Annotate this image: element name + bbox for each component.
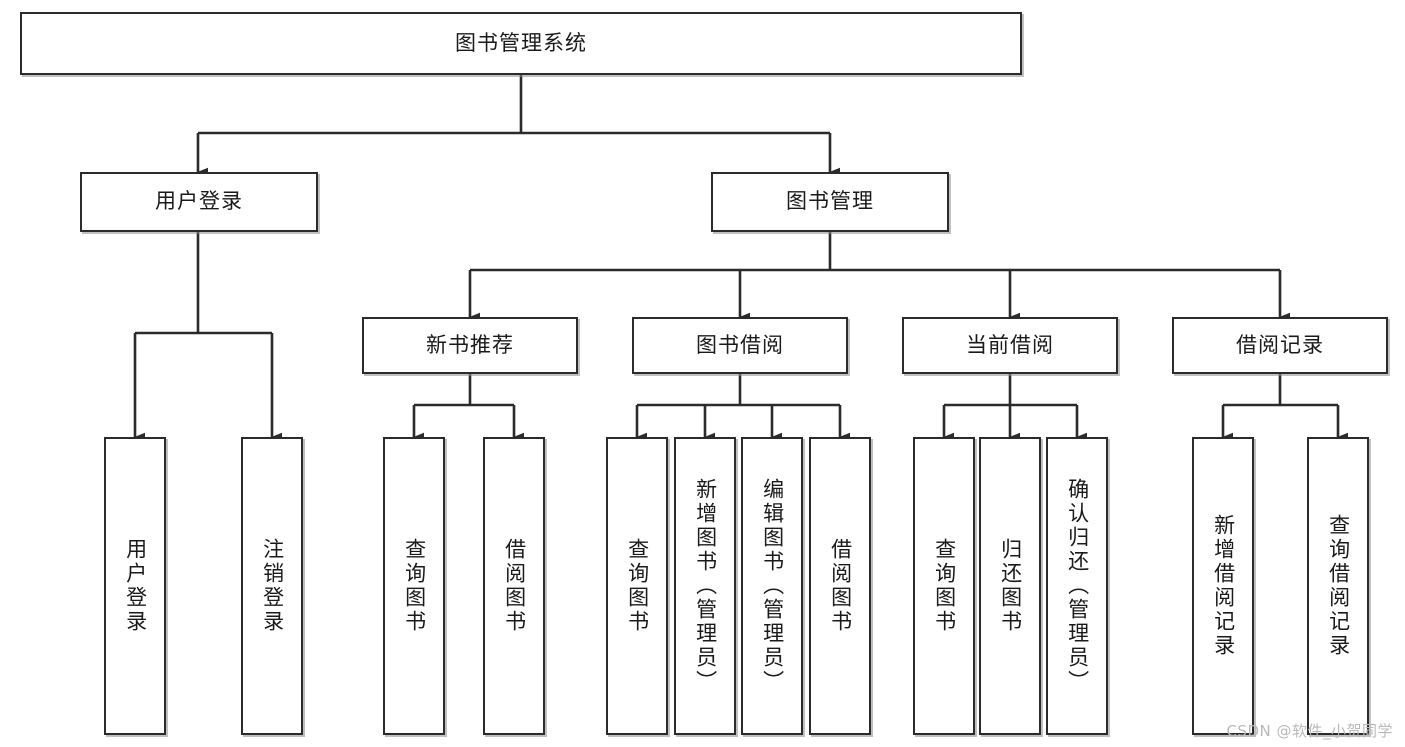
leaf-user-logout-label: 注销登录 [260,538,285,634]
node-root[interactable]: 图书管理系统 [20,12,1022,75]
leaf-borrow-edit-book[interactable]: 编辑图书（管理员） [741,437,803,735]
node-current-borrow-label: 当前借阅 [966,332,1054,357]
leaf-newbook-borrow-book-label: 借阅图书 [502,538,527,634]
leaf-borrow-query-book[interactable]: 查询图书 [606,437,668,735]
leaf-newbook-query-book[interactable]: 查询图书 [383,437,445,735]
node-borrow-record-label: 借阅记录 [1236,332,1324,357]
leaf-user-login[interactable]: 用户登录 [104,437,166,735]
leaf-newbook-query-book-label: 查询图书 [402,538,427,634]
node-new-book-recommend[interactable]: 新书推荐 [362,317,578,374]
leaf-newbook-borrow-book[interactable]: 借阅图书 [483,437,545,735]
leaf-borrow-query-book-label: 查询图书 [625,538,650,634]
leaf-borrow-add-book-label: 新增图书（管理员） [693,478,718,694]
node-book-borrow[interactable]: 图书借阅 [632,317,848,374]
leaf-record-add[interactable]: 新增借阅记录 [1192,437,1254,735]
leaf-borrow-borrow-book[interactable]: 借阅图书 [809,437,871,735]
leaf-user-logout[interactable]: 注销登录 [241,437,303,735]
leaf-current-query-book[interactable]: 查询图书 [913,437,975,735]
leaf-current-confirm-return[interactable]: 确认归还（管理员） [1046,437,1108,735]
node-current-borrow[interactable]: 当前借阅 [902,317,1118,374]
leaf-record-query[interactable]: 查询借阅记录 [1307,437,1369,735]
leaf-current-confirm-return-label: 确认归还（管理员） [1065,478,1090,694]
leaf-borrow-edit-book-label: 编辑图书（管理员） [760,478,785,694]
leaf-record-query-label: 查询借阅记录 [1326,514,1351,658]
node-borrow-record[interactable]: 借阅记录 [1172,317,1388,374]
node-new-book-recommend-label: 新书推荐 [426,332,514,357]
node-root-label: 图书管理系统 [455,30,587,55]
leaf-current-return-book[interactable]: 归还图书 [979,437,1041,735]
leaf-current-return-book-label: 归还图书 [998,538,1023,634]
watermark: CSDN @软件_小贺同学 [1226,722,1393,740]
leaf-current-query-book-label: 查询图书 [932,538,957,634]
node-user-login-label: 用户登录 [155,189,243,214]
node-book-borrow-label: 图书借阅 [696,332,784,357]
leaf-borrow-add-book[interactable]: 新增图书（管理员） [674,437,736,735]
node-book-management[interactable]: 图书管理 [711,172,949,232]
leaf-user-login-label: 用户登录 [123,538,148,634]
node-user-login[interactable]: 用户登录 [80,172,318,232]
node-book-management-label: 图书管理 [786,189,874,214]
leaf-borrow-borrow-book-label: 借阅图书 [828,538,853,634]
leaf-record-add-label: 新增借阅记录 [1211,514,1236,658]
